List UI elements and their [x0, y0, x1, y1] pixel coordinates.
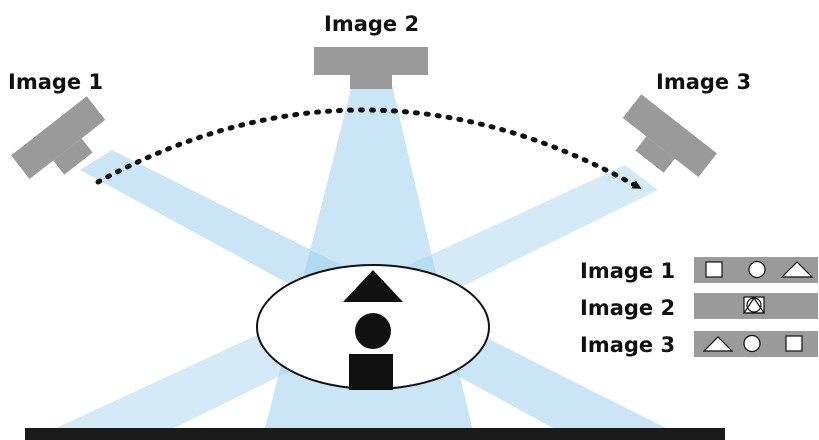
sensor-2 [314, 47, 428, 89]
sensor-1 [11, 96, 106, 180]
square-icon [785, 335, 803, 352]
legend: Image 1 Image 2 Image 3 [580, 257, 818, 357]
legend-label-3: Image 3 [580, 333, 675, 357]
triangle-icon [780, 261, 814, 278]
square-icon [705, 261, 723, 278]
circle-icon [748, 260, 766, 279]
triangle-icon [702, 336, 734, 352]
legend-label-2: Image 2 [580, 296, 675, 320]
legend-label-1: Image 1 [580, 259, 675, 283]
ground-base [25, 428, 725, 440]
overlapped-shapes-icon [742, 296, 766, 314]
object-triangle-icon [343, 270, 403, 302]
capture-label-3: Image 3 [656, 70, 751, 94]
capture-label-2: Image 2 [324, 12, 419, 36]
circle-icon [743, 334, 761, 353]
object-circle-icon [355, 313, 391, 349]
capture-label-1: Image 1 [8, 70, 103, 94]
motion-arrow [95, 107, 643, 191]
object-square-icon [349, 354, 393, 390]
sensor-3 [622, 94, 717, 178]
